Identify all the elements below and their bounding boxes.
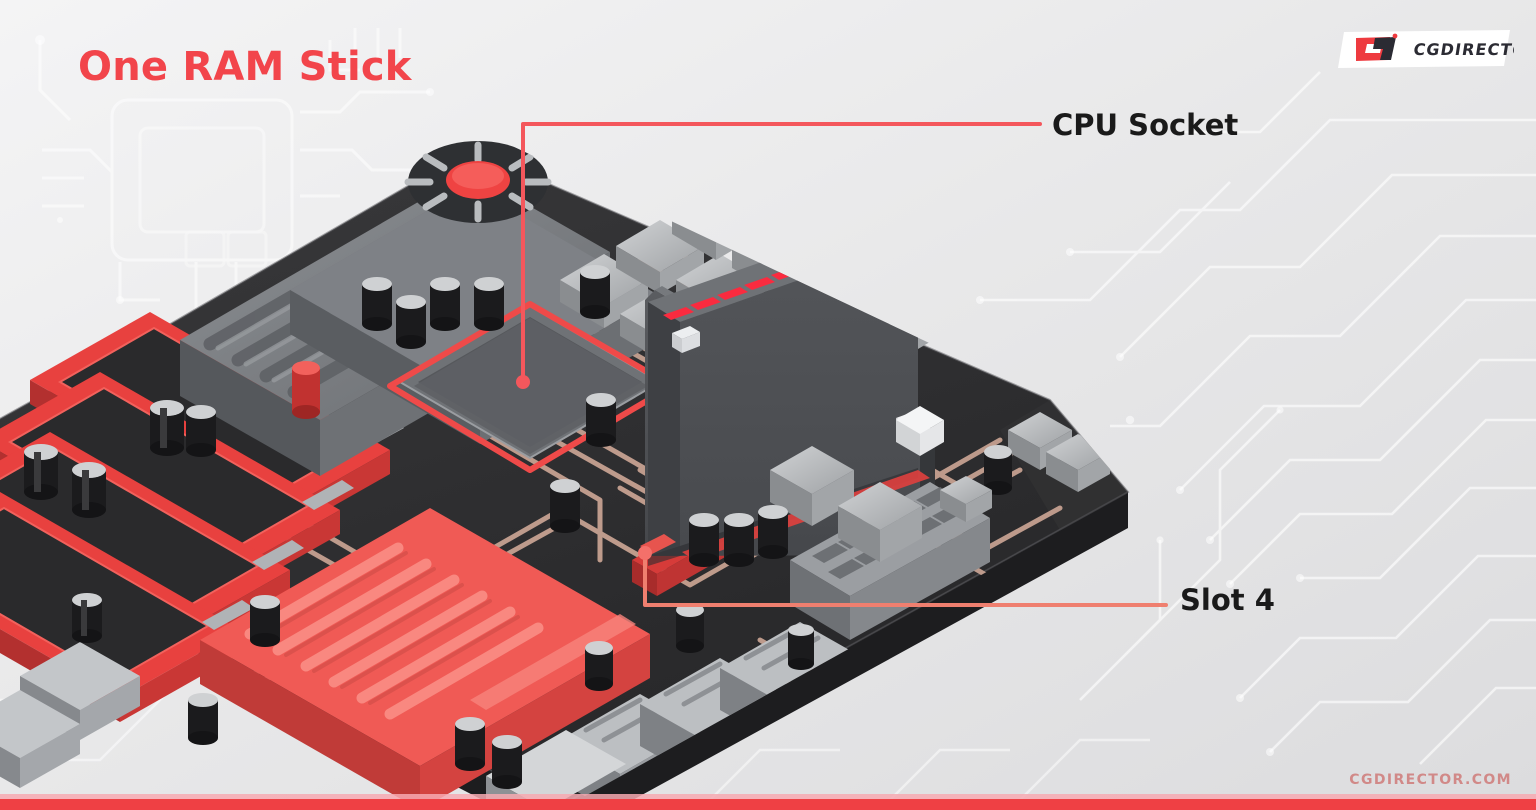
cg-chevron-icon (1356, 33, 1398, 61)
dimm-clip (672, 326, 700, 353)
footer-bar-soft (0, 794, 1536, 799)
cgdirector-logo[interactable]: CGDIRECTOR (1334, 28, 1536, 70)
footer-watermark: CGDIRECTOR.COM (1349, 772, 1512, 788)
front-panel-header (0, 690, 80, 788)
footer-bar (0, 799, 1536, 810)
misc-chips (940, 476, 992, 522)
callout-label-slot-4: Slot 4 (1180, 583, 1275, 617)
cooler-fan (404, 141, 552, 223)
callout-label-cpu-socket: CPU Socket (1052, 108, 1239, 142)
small-chip (896, 406, 944, 456)
leader-cpu-socket (516, 122, 1042, 389)
page-title: One RAM Stick (78, 44, 412, 90)
red-capacitor (292, 361, 320, 419)
leader-slot-4 (638, 546, 1168, 607)
capacitors (24, 265, 1012, 789)
logo-wordmark: CGDIRECTOR (1412, 40, 1514, 59)
callout-leaders (516, 122, 1168, 607)
